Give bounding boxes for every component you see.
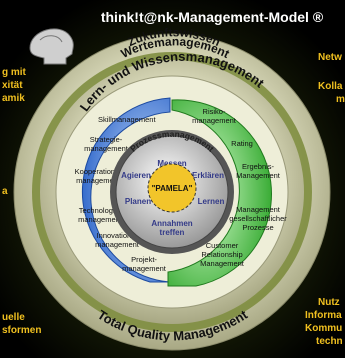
left-side-bottom-2: sformen <box>2 325 41 336</box>
green-modules: Risiko-management Rating Ergebnis-Manage… <box>192 107 287 268</box>
left-side-top-1: g mit <box>2 67 27 78</box>
step-lernen: Lernen <box>198 197 225 206</box>
module-ergebnismanagement: Ergebnis-Management <box>236 162 281 180</box>
right-side-bottom-1: Nutz <box>318 297 340 308</box>
left-side-mid: a <box>2 186 8 197</box>
step-messen: Messen <box>157 159 186 168</box>
center-gear: Prozessmanagement Messen Erklären Lernen… <box>110 129 234 254</box>
green-segment <box>167 99 272 287</box>
blue-modules: Skillmanagement Strategie-management Koo… <box>75 115 167 273</box>
step-agieren: Agieren <box>121 171 151 180</box>
pamela-label: "PAMELA" <box>152 184 193 193</box>
right-side-top-1: Netw <box>318 52 342 63</box>
page-title: think!t@nk-Management-Model ® <box>101 9 324 25</box>
module-risikomanagement: Risiko-management <box>192 107 237 125</box>
right-side-bottom-2: Informa <box>305 310 342 321</box>
module-rating: Rating <box>231 139 253 148</box>
module-technologiemanagement: Technologie-management <box>78 206 123 224</box>
right-side-top-2: Kolla <box>318 81 343 92</box>
left-side-bottom-text: uelle sformen <box>2 312 41 336</box>
right-side-bottom-3: Kommu <box>305 323 342 334</box>
module-innovationsmanagement: Innovations-management <box>95 231 140 249</box>
right-side-top-text: Netw Kolla m <box>318 52 345 105</box>
left-side-bottom-1: uelle <box>2 312 25 323</box>
module-kooperationsmanagement: Kooperations-management <box>75 167 122 185</box>
right-side-top-3: m <box>336 94 345 105</box>
left-side-top-2: xität <box>2 80 23 91</box>
module-skillmanagement: Skillmanagement <box>98 115 156 124</box>
left-side-top-3: amik <box>2 93 25 104</box>
right-side-bottom-text: Nutz Informa Kommu techn <box>305 297 343 347</box>
head-logo-icon <box>29 28 74 65</box>
pamela-core <box>147 163 197 213</box>
right-side-bottom-4: techn <box>316 336 343 347</box>
left-side-top-text: g mit xität amik <box>2 67 27 104</box>
step-erklaeren: Erklären <box>192 171 224 180</box>
step-planen: Planen <box>125 197 151 206</box>
module-strategiemanagement: Strategie-management <box>84 135 129 153</box>
module-projektmanagement: Projekt-management <box>122 255 167 273</box>
